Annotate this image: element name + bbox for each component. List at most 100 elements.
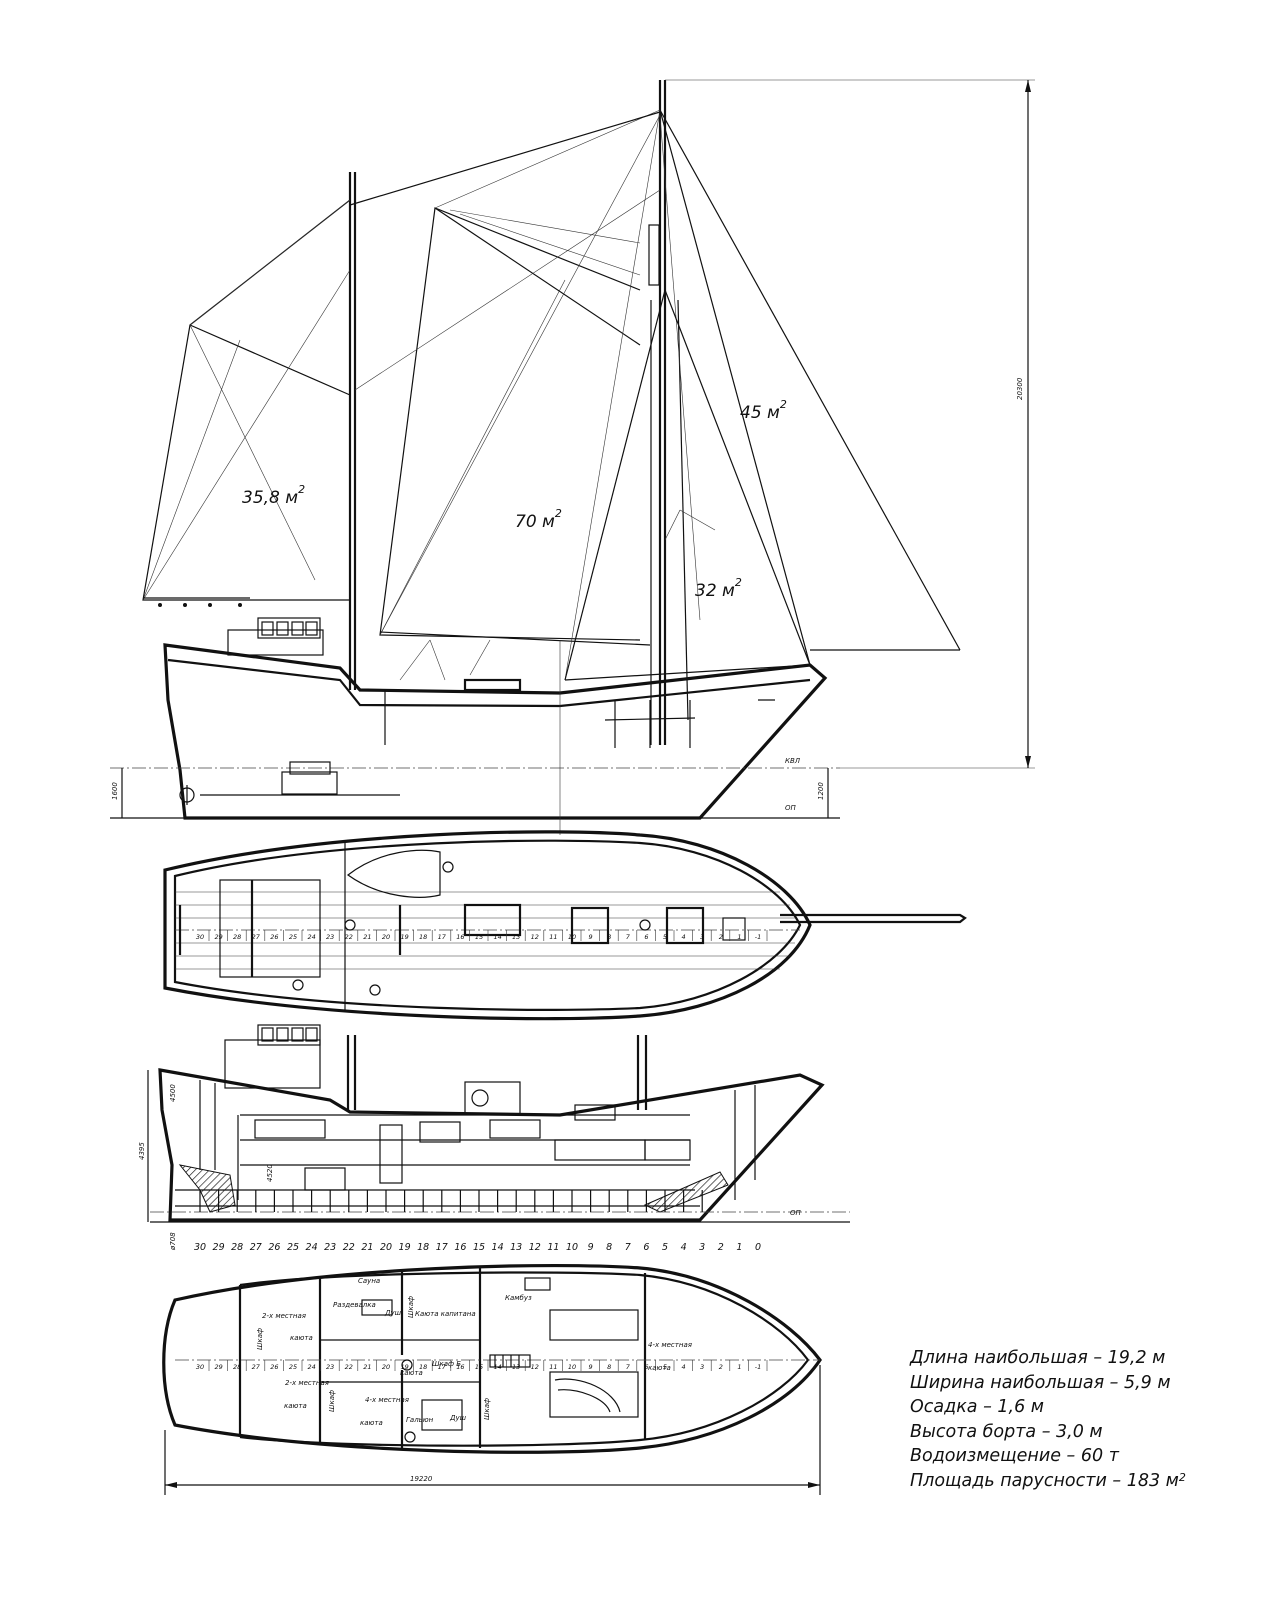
frame-number: 0 bbox=[755, 1242, 761, 1253]
spec-superscript: 2 bbox=[1178, 1470, 1186, 1484]
frame-number: 26 bbox=[268, 1242, 280, 1253]
deck-frame-number: 5 bbox=[663, 933, 667, 941]
acc-frame-number: 19 bbox=[400, 1363, 408, 1371]
deck-frame-number: 11 bbox=[549, 933, 557, 941]
main-area-sup: 2 bbox=[555, 507, 562, 520]
spec-line: Ширина наибольшая – 5,9 м bbox=[910, 1371, 1250, 1396]
deck-frame-number: 8 bbox=[607, 933, 611, 941]
inboard-small-dim: 4500 bbox=[169, 1084, 177, 1102]
deck-frame-number: 14 bbox=[493, 933, 501, 941]
acc-frame-number: 7 bbox=[626, 1363, 631, 1371]
fore-top-sail bbox=[349, 109, 961, 681]
acc-frame-number: 2 bbox=[719, 1363, 723, 1371]
main-sail bbox=[379, 109, 661, 681]
acc-frame-number: 21 bbox=[363, 1363, 371, 1371]
label-shkaf-4: Шкаф bbox=[483, 1398, 491, 1420]
acc-frame-number: 25 bbox=[289, 1363, 297, 1371]
label-cabin-2: каюта bbox=[284, 1402, 307, 1410]
svg-text:45 м2: 45 м2 bbox=[740, 398, 787, 423]
deck-frame-number: 7 bbox=[626, 933, 631, 941]
label-captain-cabin: Каюта капитана bbox=[415, 1310, 476, 1318]
label-cabin-1: каюта bbox=[290, 1334, 313, 1342]
draft-dim: 1600 bbox=[111, 782, 119, 800]
frame-number: 3 bbox=[699, 1242, 705, 1253]
engine-profile bbox=[179, 761, 400, 805]
op-label-2: ОП bbox=[790, 1209, 802, 1217]
jib-sail bbox=[564, 289, 960, 681]
acc-frame-number: 30 bbox=[196, 1363, 204, 1371]
label-razdevalka: Раздевалка bbox=[333, 1301, 376, 1309]
label-cabin-5: каюта bbox=[400, 1369, 423, 1377]
label-cabin-4: каюта bbox=[648, 1364, 671, 1372]
deck-frame-number: 15 bbox=[475, 933, 483, 941]
deck-frame-number: 4 bbox=[682, 933, 686, 941]
frame-number: 24 bbox=[306, 1242, 318, 1253]
deck-frame-number: 19 bbox=[400, 933, 408, 941]
deck-frame-number: 21 bbox=[363, 933, 371, 941]
deck-frame-number: 23 bbox=[326, 933, 334, 941]
acc-frame-number: 1 bbox=[737, 1363, 741, 1371]
svg-text:70 м2: 70 м2 bbox=[515, 507, 562, 532]
acc-frame-number: 14 bbox=[493, 1363, 501, 1371]
frame-number: 14 bbox=[492, 1242, 504, 1253]
accommodation-plan: Сауна Раздевалка Душ Шкаф Каюта капитана… bbox=[162, 1263, 822, 1495]
freeboard-dim: 1200 bbox=[817, 782, 825, 800]
mast-height-dim: 20300 bbox=[1016, 377, 1024, 400]
mizzen-sail bbox=[142, 199, 351, 607]
label-shkaf-3: Шкаф bbox=[328, 1390, 336, 1412]
frame-number: 11 bbox=[547, 1242, 559, 1253]
frame-number: 19 bbox=[399, 1242, 411, 1253]
frame-number: 10 bbox=[566, 1242, 578, 1253]
deck-frame-number: 13 bbox=[512, 933, 520, 941]
frame-number: 12 bbox=[529, 1242, 541, 1253]
acc-frame-number: 8 bbox=[607, 1363, 611, 1371]
acc-frame-number: 18 bbox=[419, 1363, 427, 1371]
acc-frame-number: 13 bbox=[512, 1363, 520, 1371]
spec-line: Водоизмещение – 60 т bbox=[910, 1444, 1250, 1469]
frame-number: 23 bbox=[324, 1242, 336, 1253]
acc-frame-number: 3 bbox=[700, 1363, 704, 1371]
label-shkaf-1: Шкаф bbox=[407, 1296, 415, 1318]
label-four-berth-1: 4-х местная bbox=[365, 1396, 409, 1404]
frame-number: 25 bbox=[287, 1242, 299, 1253]
spec-line: Высота борта – 3,0 м bbox=[910, 1420, 1250, 1445]
deck-frame-number: -1 bbox=[755, 933, 761, 941]
acc-frame-number: 12 bbox=[531, 1363, 539, 1371]
acc-frame-number: 23 bbox=[326, 1363, 334, 1371]
spec-text: Водоизмещение – 60 т bbox=[910, 1446, 1119, 1466]
acc-frame-number: 24 bbox=[307, 1363, 315, 1371]
hull-profile bbox=[163, 617, 828, 820]
frame-number: 18 bbox=[417, 1242, 429, 1253]
main-mast bbox=[648, 80, 689, 745]
draft-dimension: 1600 1200 bbox=[111, 768, 829, 818]
frame-offset-dim: ø708 bbox=[169, 1232, 177, 1251]
acc-frame-number: 22 bbox=[345, 1363, 353, 1371]
spec-text: Площадь парусности – 183 м bbox=[910, 1470, 1179, 1491]
label-shkaf-2: Шкаф bbox=[256, 1328, 264, 1350]
acc-frame-number: 17 bbox=[438, 1363, 447, 1371]
deck-frame-number: 12 bbox=[531, 933, 539, 941]
acc-frame-number: 26 bbox=[270, 1363, 278, 1371]
frame-number: 13 bbox=[510, 1242, 522, 1253]
frame-number: 20 bbox=[380, 1242, 392, 1253]
deck-frame-number: 3 bbox=[700, 933, 704, 941]
label-four-berth-2: 4-х местная bbox=[648, 1341, 692, 1349]
deck-frame-number: 6 bbox=[644, 933, 648, 941]
frame-number: 5 bbox=[662, 1242, 668, 1253]
deck-frame-number: 16 bbox=[456, 933, 464, 941]
frame-number: 27 bbox=[250, 1242, 262, 1253]
jib-area-label: 32 м bbox=[695, 581, 735, 601]
svg-text:35,8 м2: 35,8 м2 bbox=[242, 483, 305, 508]
spec-text: Высота борта – 3,0 м bbox=[910, 1421, 1103, 1442]
frame-number: 30 bbox=[194, 1242, 206, 1253]
frame-number: 15 bbox=[473, 1242, 485, 1253]
mizzen-area-label: 35,8 м bbox=[242, 488, 298, 508]
frame-number: 1 bbox=[736, 1242, 742, 1253]
height-dimension: 20300 bbox=[665, 79, 1035, 769]
berth-height-dim: 4520 bbox=[266, 1164, 274, 1182]
length-dim: 19220 bbox=[410, 1475, 433, 1483]
main-area-label: 70 м bbox=[515, 512, 555, 532]
deck-frame-number: 30 bbox=[196, 933, 204, 941]
